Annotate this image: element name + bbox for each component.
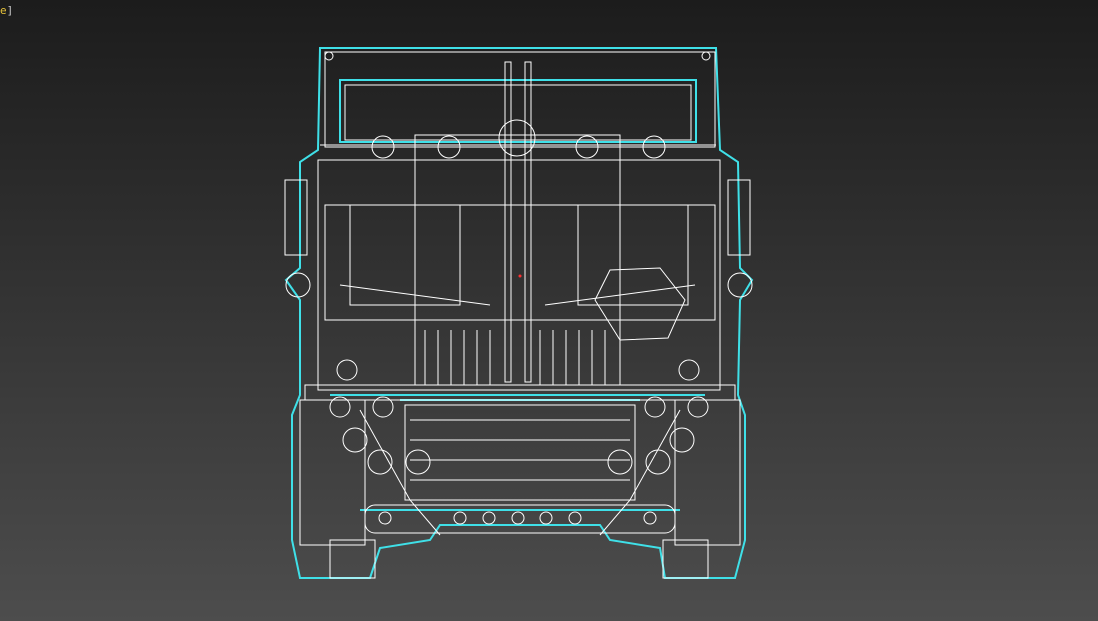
shading-mode-label[interactable]: e	[0, 4, 7, 17]
pivot-point	[518, 274, 522, 278]
grille-bars	[424, 330, 606, 385]
selection-outline	[284, 47, 754, 579]
wire-mesh	[284, 51, 753, 579]
lights	[285, 51, 753, 525]
label-bracket: ]	[6, 4, 14, 17]
viewport-label[interactable]: e]	[0, 4, 13, 17]
